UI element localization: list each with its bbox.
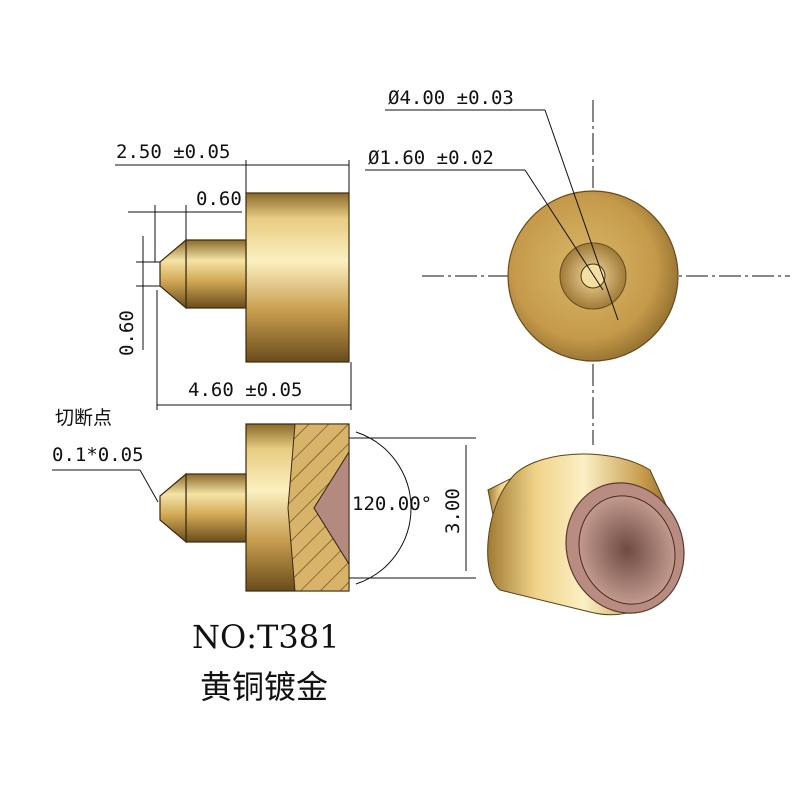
section-view [159,423,350,592]
pin-length-dim: 0.60 [196,188,242,210]
pin-diameter-dim: 0.60 [116,310,138,356]
height-dim: 3.00 [442,488,464,534]
front-dimensions [115,160,352,410]
section-cone [313,450,350,566]
isometric-view [487,453,685,616]
end-dimensions [365,109,619,321]
section-pin-shaft [185,473,247,543]
material-label: 黄铜镀金 [200,668,328,706]
inner-diameter-dim: Ø1.60 ±0.02 [368,147,494,169]
pin-tip [159,238,187,310]
section-pin-tip [159,472,187,544]
pin-shaft [185,239,247,309]
total-length-dim: 4.60 ±0.05 [188,379,302,401]
body-cylinder [245,192,350,363]
cone-angle-dim: 120.00° [352,493,432,515]
cut-point-value: 0.1*0.05 [52,444,144,466]
body-length-dim: 2.50 ±0.05 [116,141,230,163]
center-hole [580,263,606,289]
part-number: NO:T381 [192,618,339,656]
cut-point-label: 切断点 [55,407,112,429]
outer-diameter-dim: Ø4.00 ±0.03 [388,87,514,109]
end-view [422,100,790,445]
section-dimensions [52,431,476,585]
front-view [159,192,350,363]
iso-cone-face [578,495,676,605]
